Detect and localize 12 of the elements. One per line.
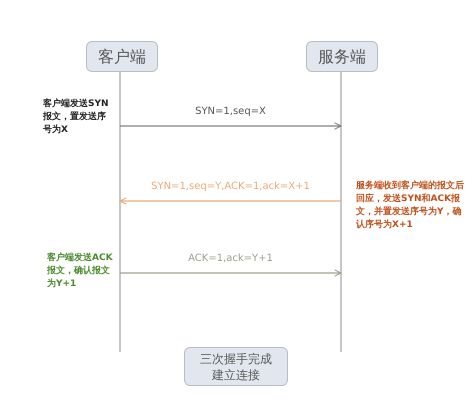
edge-label: ACK=1,ack=Y+1 <box>188 253 273 264</box>
result-box: 三次握手完成建立连接 <box>184 347 288 386</box>
note-text: 客户端发送SYN报文，置发送序号为X <box>43 98 110 137</box>
message-arrow <box>119 197 341 205</box>
note-text: 客户端发送ACK报文，确认报文为Y+1 <box>47 252 113 291</box>
participant-box: 客户端 <box>86 41 158 72</box>
edge-label: SYN=1,seq=Y,ACK=1,ack=X+1 <box>151 181 310 192</box>
edge-label: SYN=1,seq=X <box>195 106 266 117</box>
note-text: 服务端收到客户端的报文后回应，发送SYN和ACK报文，并置发送序号为Y，确认序号为X+1 <box>356 180 465 232</box>
message-arrow <box>120 122 342 130</box>
participant-box: 服务端 <box>306 41 378 72</box>
message-arrow <box>120 269 342 277</box>
